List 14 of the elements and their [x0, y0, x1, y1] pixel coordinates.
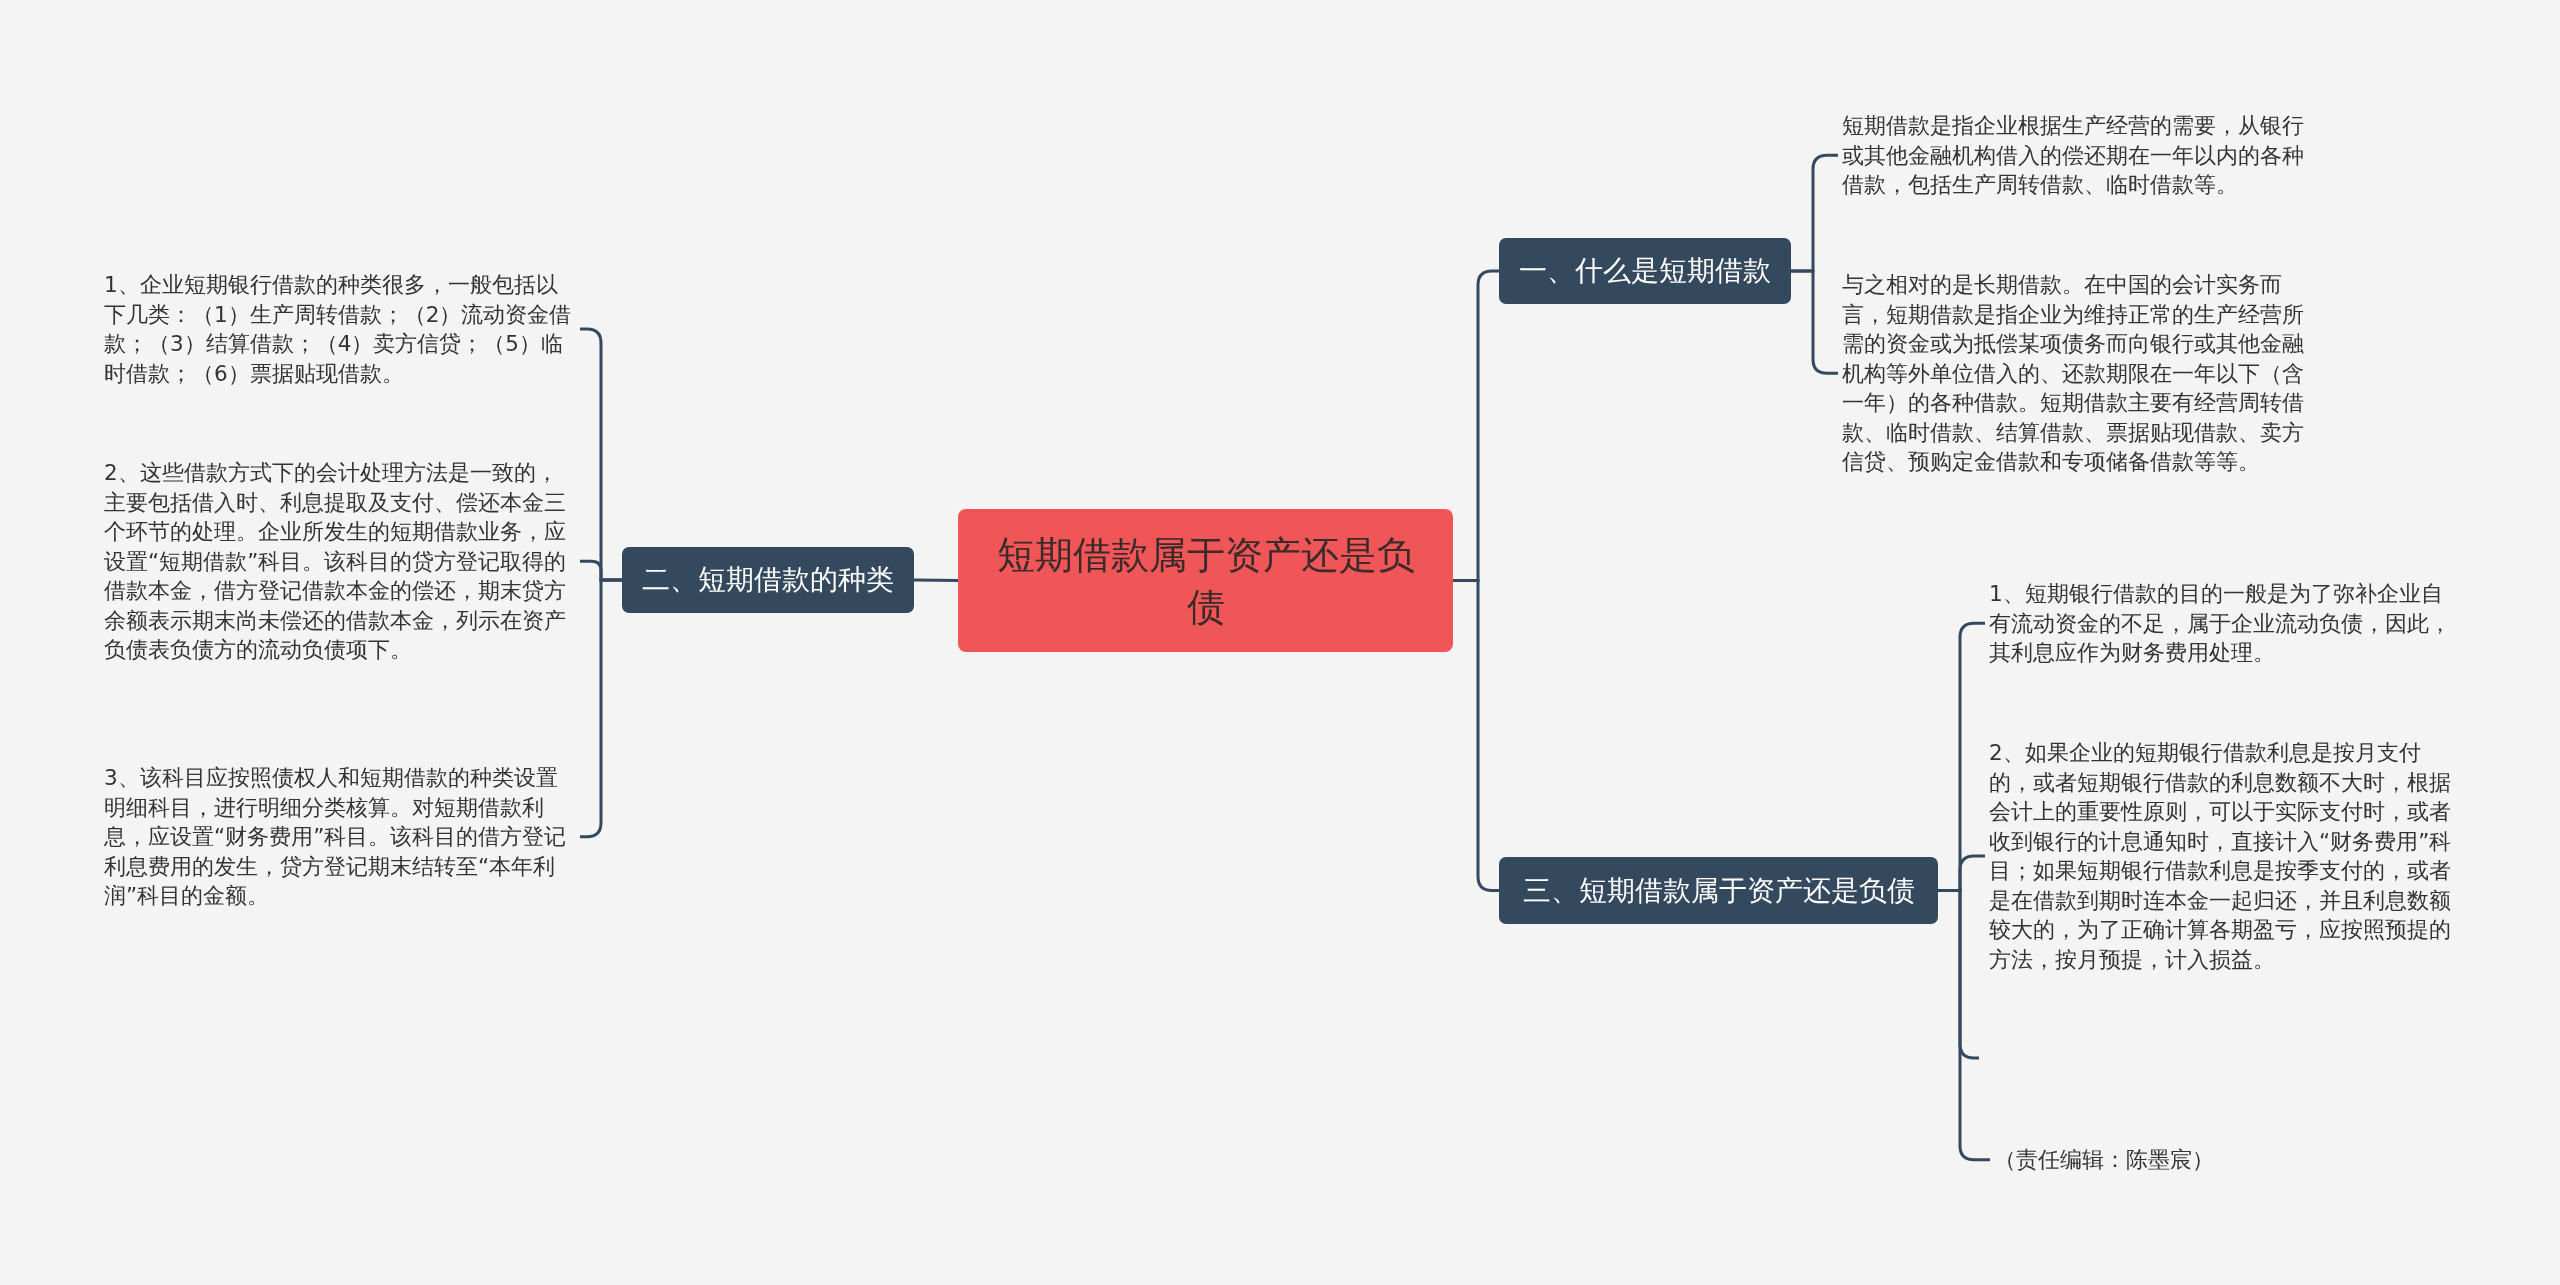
note-text: 1、企业短期银行借款的种类很多，一般包括以下几类：（1）生产周转借款；（2）流动资金借款；（3）结算借款；（4）卖方信贷；（5）临时借款；（6）票据贴现借款。 [100, 270, 580, 388]
topic-box: 一、什么是短期借款 [1499, 238, 1791, 304]
note-text: 短期借款是指企业根据生产经营的需要，从银行或其他金融机构借入的偿还期在一年以内的各种借款，包括生产周转借款、临时借款等。 [1838, 111, 2318, 200]
note-text: 与之相对的是长期借款。在中国的会计实务而言，短期借款是指企业为维持正常的生产经营所需的资金或为抵偿某项债务而向银行或其他金融机构等外单位借入的、还款期限在一年以下（含一年）的各种借款。短期借款主要有经营周转借款、临时借款、结算借款、票据贴现借款、卖方信贷、预购定金借款和专项储备借款等等。 [1838, 270, 2318, 477]
note-text: 3、该科目应按照债权人和短期借款的种类设置明细科目，进行明细分类核算。对短期借款利息，应设置“财务费用”科目。该科目的借方登记利息费用的发生，贷方登记期末结转至“本年利润”科目的金额。 [100, 763, 580, 911]
topic-box: 二、短期借款的种类 [622, 547, 914, 613]
central-topic-box: 短期借款属于资产还是负债 [958, 509, 1453, 652]
note-text: 2、如果企业的短期银行借款利息是按月支付的，或者短期银行借款的利息数额不大时，根据会计上的重要性原则，可以于实际支付时，或者收到银行的计息通知时，直接计入“财务费用”科目；如果短期银行借款利息是按季支付的，或者是在借款到期时连本金一起归还，并且利息数额较大的，为了正确计算各期盈亏，应按照预提的方法，按月预提，计入损益。 [1985, 738, 2465, 974]
note-text: 1、短期银行借款的目的一般是为了弥补企业自有流动资金的不足，属于企业流动负债，因此，其利息应作为财务费用处理。 [1985, 579, 2465, 668]
note-text: （责任编辑：陈墨宸） [1990, 1145, 2250, 1175]
connector-line [914, 578, 958, 582]
note-text: 2、这些借款方式下的会计处理方法是一致的，主要包括借入时、利息提取及支付、偿还本金三个环节的处理。企业所发生的短期借款业务，应设置“短期借款”科目。该科目的贷方登记取得的借款本金，借方登记借款本金的偿还，期末贷方余额表示期末尚未偿还的借款本金，列示在资产负债表负债方的流动负债项下。 [100, 458, 580, 665]
connector-line [1453, 579, 1499, 892]
topic-box: 三、短期借款属于资产还是负债 [1499, 857, 1938, 924]
